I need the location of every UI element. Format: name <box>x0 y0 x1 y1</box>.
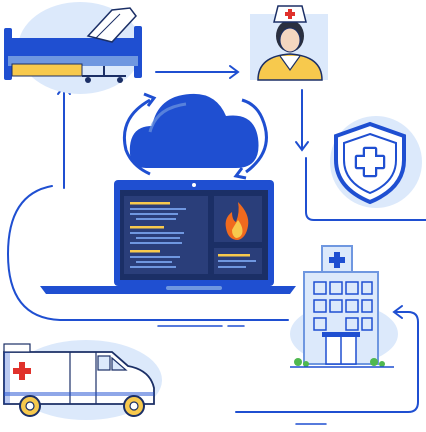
cloud-sync-icon <box>122 92 268 180</box>
code-lines <box>124 196 208 274</box>
sync-arrow-left <box>122 98 151 176</box>
nurse-icon <box>250 5 328 81</box>
line-shield-to-edge <box>305 157 426 221</box>
loop-left <box>6 185 289 321</box>
line-bottom-to-hospital <box>235 311 419 413</box>
medical-shield-icon <box>330 116 422 208</box>
laptop-icon <box>40 180 296 294</box>
ambulance-icon <box>3 340 162 420</box>
flame-icon <box>225 202 249 240</box>
arrowhead-bed-to-nurse <box>229 65 240 79</box>
flame-panel <box>214 196 262 274</box>
hospital-building-icon <box>290 245 398 368</box>
hospital-bed-icon <box>4 2 142 94</box>
arrowhead-nurse-to-shield <box>295 141 309 152</box>
sync-arrow-right <box>241 98 268 174</box>
arrowhead-to-hospital <box>392 305 403 319</box>
